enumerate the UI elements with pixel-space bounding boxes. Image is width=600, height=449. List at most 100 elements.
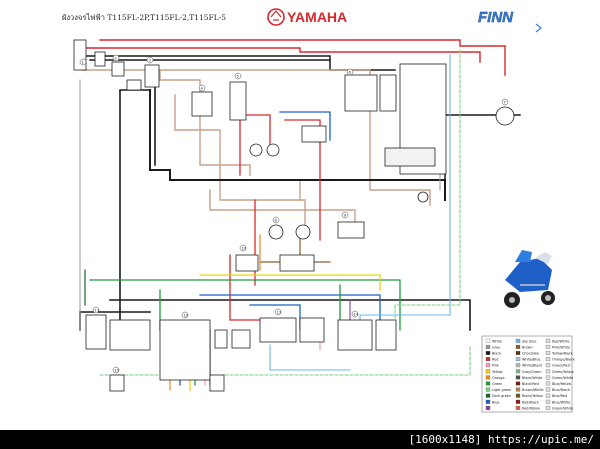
callout-number: 11	[95, 308, 100, 313]
legend-label: Yellow/Black	[552, 352, 573, 356]
legend-swatch	[515, 363, 521, 368]
diagram-title: ผังวงจรไฟฟ้า T115FL-2P,T115FL-2,T115FL-5	[62, 13, 226, 22]
legend-label: Green/Yellow	[552, 370, 574, 374]
legend-swatch	[545, 363, 551, 368]
legend-swatch	[545, 344, 551, 349]
legend-swatch	[485, 363, 491, 368]
callout-number: 10	[242, 246, 247, 251]
meter-assembly	[344, 74, 378, 112]
legend-label: Pink/White	[552, 345, 570, 349]
callout-number: 15	[115, 368, 120, 373]
legend-swatch	[545, 381, 551, 386]
legend-label: Red	[492, 358, 498, 362]
legend-swatch	[515, 351, 521, 355]
callout-number: 9	[344, 213, 347, 218]
legend-label: Green/White	[552, 406, 573, 410]
legend-swatch	[515, 369, 521, 374]
motorcycle-photo	[488, 240, 570, 310]
legend-swatch	[515, 338, 521, 343]
legend-label: Blue/Yellow	[552, 382, 571, 386]
legend-label: Orange	[492, 376, 505, 380]
legend-label: Sky blue	[522, 339, 536, 343]
legend-label: Red/Yellow	[522, 406, 540, 410]
legend-swatch	[515, 357, 521, 362]
legend-swatch	[545, 399, 551, 404]
legend-swatch	[485, 351, 491, 355]
legend-label: White/Blue	[522, 358, 541, 362]
wiring-diagram: ผังวงจรไฟฟ้า T115FL-2P,T115FL-2,T115FL-5…	[62, 8, 575, 413]
legend-label: Dark green	[492, 394, 511, 398]
legend-swatch	[515, 344, 521, 349]
legend-label: Blue/Black	[552, 388, 570, 392]
callout-number: 7	[504, 100, 507, 105]
legend-label: Yellow	[492, 370, 503, 374]
legend-label: Red/Black	[522, 400, 539, 404]
legend-label: Blue/White	[552, 400, 571, 404]
legend-label: Orange/Black	[552, 358, 575, 362]
model-logo: FINN	[478, 9, 514, 26]
legend-label: Blue	[492, 400, 500, 404]
callout-number: 5	[237, 74, 240, 79]
legend-label: White	[492, 339, 502, 343]
legend-swatch	[485, 405, 491, 410]
wiring-diagram-sheet: ผังวงจรไฟฟ้า T115FL-2P,T115FL-2,T115FL-5…	[0, 0, 600, 430]
brand-logo: YAMAHA	[287, 9, 347, 25]
left-handlebar-switch	[109, 319, 151, 351]
legend-swatch	[485, 387, 491, 392]
battery-connector	[73, 39, 87, 71]
legend-swatch	[545, 357, 551, 362]
legend-swatch	[515, 381, 521, 386]
fuse-box	[235, 254, 259, 272]
legend-swatch	[545, 405, 551, 410]
image-size-footer: [1600x1148] https://upic.me/	[0, 430, 600, 449]
legend-label: Brown/White	[522, 388, 544, 392]
legend-swatch	[485, 393, 491, 398]
legend-swatch	[515, 387, 521, 392]
callout-number: 14	[354, 312, 359, 317]
legend-swatch	[515, 375, 521, 380]
legend-swatch	[545, 351, 551, 355]
yamaha-emblem	[267, 8, 285, 26]
callout-number: 2	[115, 56, 118, 61]
callout-number: 12	[184, 313, 189, 318]
legend-label: Black/Yellow	[522, 394, 543, 398]
model-logo-arrow-icon	[535, 23, 542, 33]
legend-swatch	[515, 399, 521, 404]
legend-label: Black/White	[522, 376, 542, 380]
components	[73, 39, 515, 392]
legend-swatch	[485, 344, 491, 349]
legend-label: Pink	[492, 364, 499, 368]
callouts: 1 2 3 4 5 6 7 8 9 10 11 12 13 1	[79, 54, 509, 374]
legend-label: White/Black	[522, 364, 542, 368]
legend-label: Black	[492, 352, 501, 356]
legend-label: Green/Red	[552, 364, 570, 368]
callout-number: 13	[277, 310, 282, 315]
callout-number: 4	[201, 86, 204, 91]
legend-swatch	[545, 393, 551, 398]
legend-label: Chocolate	[522, 352, 539, 356]
legend-label: Green/White	[552, 376, 573, 380]
legend-swatch	[515, 393, 521, 398]
legend-label: Red/White	[552, 339, 569, 343]
legend-label: Blue/Red	[552, 394, 567, 398]
main-harness-connector	[159, 319, 211, 381]
legend-swatch	[485, 375, 491, 380]
right-handlebar-switch	[259, 317, 297, 343]
legend-swatch	[515, 405, 521, 410]
legend-swatch	[545, 387, 551, 392]
legend-swatch	[485, 381, 491, 386]
horn-icon	[249, 143, 263, 157]
callout-number: 8	[275, 218, 278, 223]
tail-light-icon	[495, 106, 515, 126]
footer-text: [1600x1148] https://upic.me/	[408, 433, 594, 446]
legend-label: Brown	[522, 345, 533, 349]
relay-unit	[279, 254, 315, 272]
legend-swatch	[545, 375, 551, 380]
legend-label: Black/Red	[522, 382, 539, 386]
legend-swatch	[545, 369, 551, 374]
legend-label: Light green	[492, 388, 511, 392]
legend-swatch	[545, 338, 551, 343]
legend-label: Gray/Green	[522, 370, 542, 374]
legend-swatch	[485, 338, 491, 343]
callout-number: 6	[349, 70, 352, 75]
